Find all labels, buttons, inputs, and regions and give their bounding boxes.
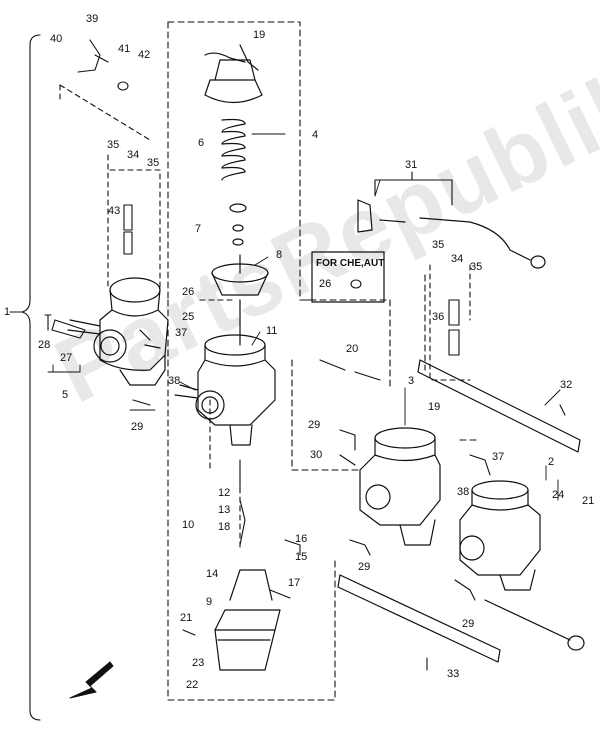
part-label-37-left: 37 bbox=[175, 327, 188, 339]
stay-33 bbox=[337, 574, 501, 663]
part-label-20: 20 bbox=[346, 343, 359, 355]
part-label-14: 14 bbox=[206, 568, 219, 580]
choke-cable bbox=[484, 599, 571, 641]
part-label-4: 4 bbox=[312, 129, 319, 141]
part-label-18: 18 bbox=[218, 521, 231, 533]
part-label-35-right-b: 35 bbox=[470, 261, 483, 273]
part-label-41: 41 bbox=[118, 43, 131, 55]
part-label-28: 28 bbox=[38, 339, 51, 351]
callout-label: FOR CHE,AUT bbox=[316, 258, 385, 269]
part-label-21-bottom: 21 bbox=[180, 612, 193, 624]
part-label-27: 27 bbox=[60, 352, 73, 364]
part-label-37-right: 37 bbox=[492, 451, 505, 463]
part-label-22: 22 bbox=[186, 679, 199, 691]
carburetor-2 bbox=[459, 480, 541, 591]
part-label-26-callout: 26 bbox=[319, 278, 332, 290]
part-label-42: 42 bbox=[138, 49, 151, 61]
carburetor-3 bbox=[359, 427, 441, 546]
part-label-38-left: 38 bbox=[168, 375, 181, 387]
small-parts bbox=[77, 39, 566, 671]
screw-28 bbox=[44, 314, 52, 331]
dashed-box-lower bbox=[167, 299, 336, 701]
part-label-35-right-a: 35 bbox=[432, 239, 445, 251]
part-label-35-left-a: 35 bbox=[107, 139, 120, 151]
part-label-29-lower-b: 29 bbox=[462, 618, 475, 630]
part-label-6: 6 bbox=[198, 137, 205, 149]
throttle-cable bbox=[357, 199, 546, 269]
part-label-31: 31 bbox=[405, 159, 418, 171]
part-label-11: 11 bbox=[266, 325, 278, 337]
part-label-38-right: 38 bbox=[457, 486, 470, 498]
part-label-23: 23 bbox=[192, 657, 205, 669]
part-label-29-mid: 29 bbox=[308, 419, 321, 431]
part-label-36: 36 bbox=[432, 311, 445, 323]
part-label-34-left: 34 bbox=[127, 149, 140, 161]
part-label-33: 33 bbox=[447, 668, 460, 680]
carburetor-center bbox=[174, 299, 276, 446]
part-label-9: 9 bbox=[206, 596, 213, 608]
dashed-box-4 bbox=[167, 21, 301, 301]
bracket-27 bbox=[51, 319, 86, 339]
part-label-25: 25 bbox=[182, 311, 195, 323]
part-label-32: 32 bbox=[560, 379, 573, 391]
part-label-29-lower-a: 29 bbox=[358, 561, 371, 573]
float-chamber bbox=[214, 569, 281, 671]
part-label-7: 7 bbox=[195, 223, 202, 235]
leader-lines bbox=[9, 133, 561, 501]
part-label-5: 5 bbox=[62, 389, 69, 401]
part-label-16: 16 bbox=[295, 533, 308, 545]
part-label-24: 24 bbox=[552, 489, 565, 501]
top-cap-assembly bbox=[204, 44, 269, 296]
part-label-17: 17 bbox=[288, 577, 301, 589]
part-label-12: 12 bbox=[218, 487, 231, 499]
group-bracket-1 bbox=[21, 34, 41, 721]
part-label-40: 40 bbox=[50, 33, 63, 45]
part-label-43: 43 bbox=[108, 205, 121, 217]
part-label-35-left-b: 35 bbox=[147, 157, 160, 169]
part-label-3: 3 bbox=[408, 375, 415, 387]
stay-32 bbox=[417, 359, 581, 453]
carburetor-left bbox=[67, 277, 169, 386]
part-label-1: 1 bbox=[4, 306, 11, 318]
part-label-13: 13 bbox=[218, 504, 231, 516]
part-label-30: 30 bbox=[310, 449, 323, 461]
part-label-2: 2 bbox=[548, 456, 555, 468]
part-label-21-right: 21 bbox=[582, 495, 595, 507]
part-label-19-top: 19 bbox=[253, 29, 266, 41]
bracket-31 bbox=[374, 171, 453, 206]
part-label-29-left: 29 bbox=[131, 421, 144, 433]
part-label-8: 8 bbox=[276, 249, 283, 261]
direction-arrow-icon bbox=[69, 661, 114, 699]
part-label-15: 15 bbox=[295, 551, 308, 563]
dashed-box-3 bbox=[291, 299, 391, 471]
part-label-19-right: 19 bbox=[428, 401, 441, 413]
callout-box bbox=[311, 251, 385, 303]
dashed-leaders bbox=[59, 84, 471, 551]
part-label-10: 10 bbox=[182, 519, 195, 531]
dashed-box-2 bbox=[424, 274, 481, 441]
part-label-39: 39 bbox=[86, 13, 99, 25]
part-label-26-left: 26 bbox=[182, 286, 195, 298]
part-label-34-right: 34 bbox=[451, 253, 464, 265]
